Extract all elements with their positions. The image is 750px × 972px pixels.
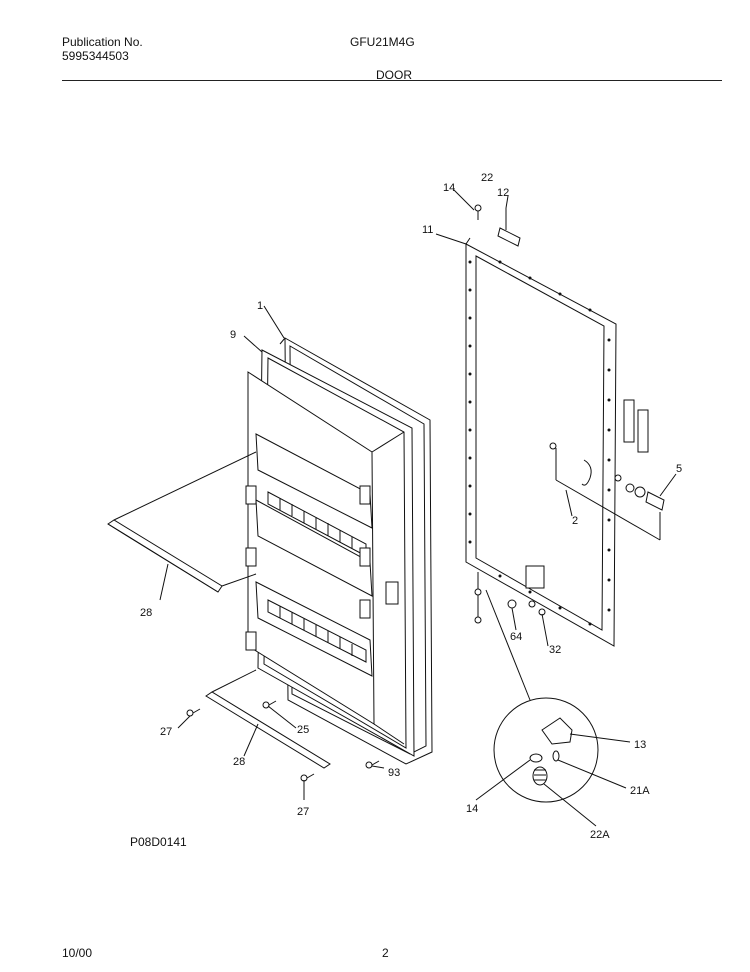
shelf-rail-upper (107, 451, 257, 593)
callout-27-left: 27 (160, 726, 172, 738)
drawing-code: P08D0141 (130, 835, 187, 849)
shelf-rail-lower (205, 669, 331, 769)
bottom-hinge-parts (474, 572, 546, 701)
section-title: DOOR (376, 68, 412, 82)
callout-12: 12 (497, 187, 509, 199)
callout-22: 22 (481, 172, 493, 184)
callout-2: 2 (572, 515, 578, 527)
callout-32: 32 (549, 644, 561, 656)
callout-28-shelf-rail: 28 (140, 607, 152, 619)
callout-14-top: 14 (443, 182, 455, 194)
outer-door-panel (465, 237, 649, 647)
callout-9: 9 (230, 329, 236, 341)
callout-28-lower: 28 (233, 756, 245, 768)
callout-22a: 22A (590, 829, 610, 841)
callout-14-bottom: 14 (466, 803, 478, 815)
callout-64: 64 (510, 631, 522, 643)
screw-parts (186, 700, 380, 782)
model-number: GFU21M4G (350, 35, 415, 49)
publication-label: Publication No. (62, 35, 143, 49)
publication-number: 5995344503 (62, 49, 129, 63)
callout-93: 93 (388, 767, 400, 779)
callout-11: 11 (422, 224, 433, 236)
footer-date: 10/00 (62, 946, 93, 960)
callout-21a: 21A (630, 785, 650, 797)
header-rule (62, 80, 722, 81)
leader-lines (159, 189, 677, 827)
lock-parts (549, 442, 665, 541)
callout-1: 1 (257, 300, 263, 312)
door-liner-assembly (245, 337, 433, 765)
hinge-detail-circle (493, 697, 599, 803)
top-hinge-parts (474, 204, 521, 247)
page-number: 2 (382, 946, 389, 960)
callout-25: 25 (297, 724, 309, 736)
callout-13: 13 (634, 739, 646, 751)
callout-27-bottom: 27 (297, 806, 309, 818)
callout-5: 5 (676, 463, 682, 475)
